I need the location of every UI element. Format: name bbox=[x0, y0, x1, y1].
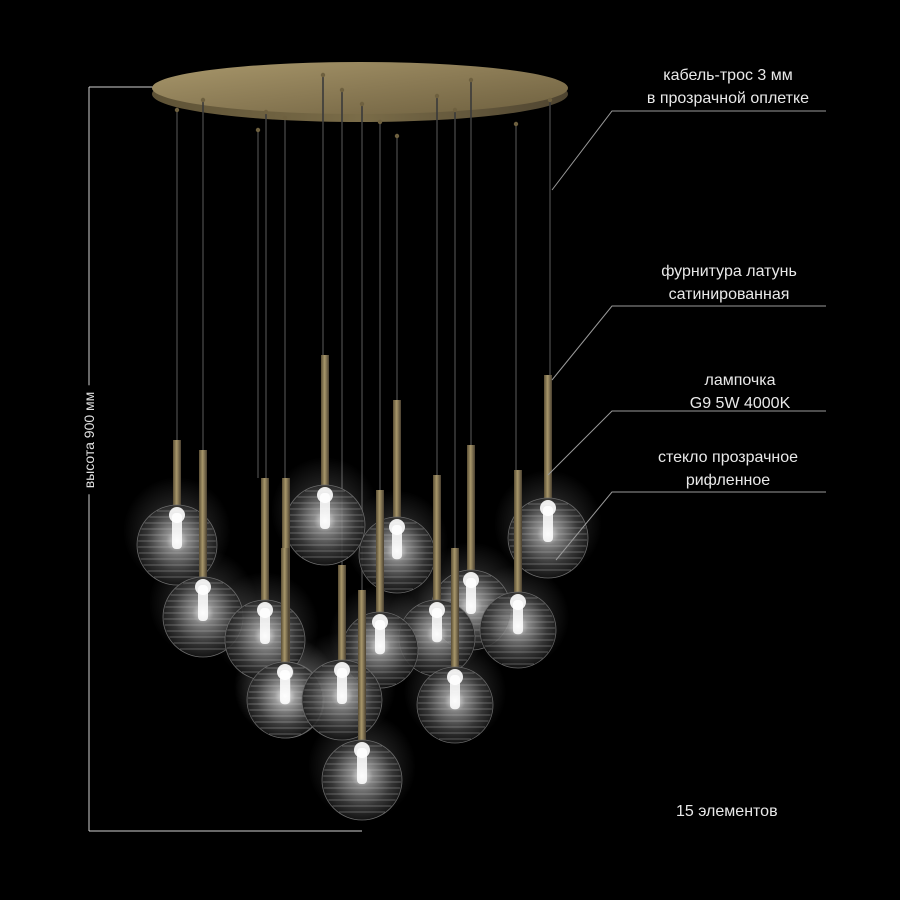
leader-line-glass bbox=[555, 491, 826, 561]
brass-tube bbox=[544, 375, 552, 504]
callout-bulb: лампочка G9 5W 4000K bbox=[655, 369, 825, 415]
brass-tube bbox=[199, 450, 207, 583]
cable-anchor-5 bbox=[282, 115, 288, 121]
callout-glass-line-2: рифленное bbox=[685, 472, 771, 489]
callout-bulb-line-2: G9 5W 4000K bbox=[689, 395, 791, 412]
brass-tube bbox=[338, 565, 346, 666]
callout-fittings-line-1: фурнитура латунь bbox=[661, 263, 797, 280]
callout-glass: стекло прозрачное рифленное bbox=[628, 446, 828, 492]
brass-tube bbox=[173, 440, 181, 511]
callout-glass-line-1: стекло прозрачное bbox=[657, 449, 799, 466]
pendant-lamp-1 bbox=[136, 440, 218, 586]
cable-anchor-6 bbox=[320, 72, 326, 78]
bulb-hotspot bbox=[317, 487, 333, 503]
bulb-hotspot bbox=[257, 602, 273, 618]
cable-anchor-10 bbox=[394, 133, 400, 139]
brass-tube bbox=[376, 490, 384, 618]
leader-line-bulb bbox=[547, 410, 826, 476]
brass-tube bbox=[261, 478, 269, 606]
bulb-hotspot bbox=[195, 579, 211, 595]
bulb-hotspot bbox=[334, 662, 350, 678]
brass-tube bbox=[467, 445, 475, 576]
callout-cable-line-2: в прозрачной оплетке bbox=[646, 90, 810, 107]
cable-anchor-14 bbox=[513, 121, 519, 127]
pendant-lamp-15 bbox=[507, 375, 589, 579]
brass-tube bbox=[433, 475, 441, 606]
ceiling-canopy bbox=[152, 62, 568, 122]
bulb-hotspot bbox=[372, 614, 388, 630]
pendant-lamp-8 bbox=[321, 590, 403, 821]
bulb-hotspot bbox=[429, 602, 445, 618]
pendant-lamp-5 bbox=[246, 548, 324, 739]
pendant-lamp-12 bbox=[416, 548, 494, 744]
element-count-label: 15 элементов bbox=[676, 803, 778, 820]
bulb-hotspot bbox=[354, 742, 370, 758]
cable-anchor-1 bbox=[174, 107, 180, 113]
cable-anchor-9 bbox=[377, 119, 383, 125]
cable-anchor-3 bbox=[255, 127, 261, 133]
brass-tube bbox=[514, 470, 522, 598]
cable-anchor-11 bbox=[434, 93, 440, 99]
cable-anchor-15 bbox=[547, 97, 553, 103]
callout-cable: кабель-трос 3 мм в прозрачной оплетке bbox=[628, 64, 828, 110]
leader-line-fittings bbox=[551, 305, 826, 381]
callout-cable-line-1: кабель-трос 3 мм bbox=[663, 67, 793, 84]
brass-tube bbox=[358, 590, 366, 746]
bulb-hotspot bbox=[169, 507, 185, 523]
bulb-hotspot bbox=[540, 500, 556, 516]
brass-tube bbox=[393, 400, 401, 523]
height-dimension-label: высота 900 мм bbox=[81, 385, 97, 495]
bulb-hotspot bbox=[510, 594, 526, 610]
cable-anchor-4 bbox=[263, 109, 269, 115]
callout-bulb-line-1: лампочка bbox=[704, 372, 776, 389]
cable-anchor-8 bbox=[359, 101, 365, 107]
leader-line-cable bbox=[551, 110, 826, 191]
callout-leader-lines bbox=[547, 110, 826, 561]
cable-anchor-13 bbox=[468, 77, 474, 83]
brass-tube bbox=[451, 548, 459, 673]
bulb-hotspot bbox=[389, 519, 405, 535]
callout-fittings: фурнитура латунь сатинированная bbox=[634, 260, 824, 306]
callout-fittings-line-2: сатинированная bbox=[668, 286, 790, 303]
pendant-lamps bbox=[136, 355, 589, 821]
brass-tube bbox=[321, 355, 329, 491]
pendant-lamp-7 bbox=[301, 565, 383, 741]
pendant-lamp-6 bbox=[284, 355, 366, 566]
cable-anchor-2 bbox=[200, 97, 206, 103]
brass-tube bbox=[281, 548, 289, 668]
bulb-hotspot bbox=[277, 664, 293, 680]
bulb-hotspot bbox=[447, 669, 463, 685]
pendant-lamp-14 bbox=[479, 470, 557, 669]
cable-anchor-7 bbox=[339, 87, 345, 93]
bulb-hotspot bbox=[463, 572, 479, 588]
cable-anchor-12 bbox=[452, 107, 458, 113]
